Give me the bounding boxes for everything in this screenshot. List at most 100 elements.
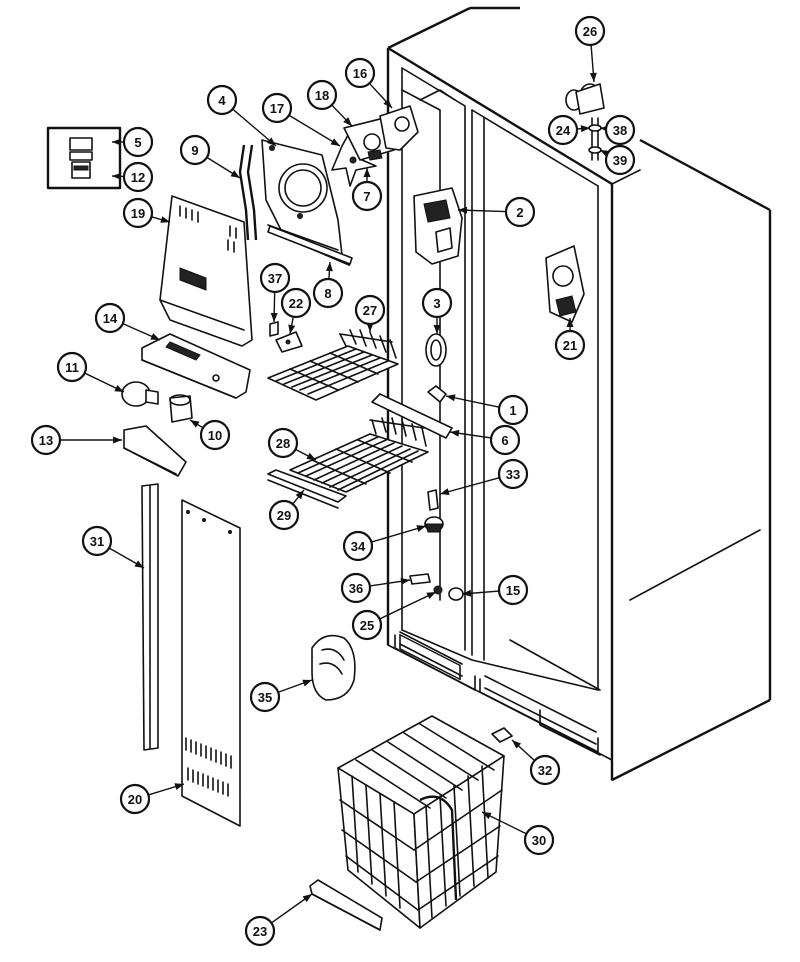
- callout-circle: [489, 424, 521, 456]
- callout-number: 8: [324, 286, 331, 301]
- callout-1: 1: [497, 394, 529, 426]
- leader-line-17: [288, 114, 341, 147]
- callout-circle: [81, 525, 113, 557]
- leader-arrow-17: [330, 138, 340, 146]
- callout-number: 6: [501, 433, 508, 448]
- callout-circle: [312, 277, 344, 309]
- callout-number: 37: [268, 271, 282, 286]
- clip-32: [491, 727, 513, 743]
- callout-number: 39: [613, 153, 627, 168]
- leader-line-33: [439, 477, 500, 495]
- leader-line-4: [232, 108, 277, 147]
- callout-9: 9: [179, 134, 211, 166]
- callout-7: 7: [351, 180, 383, 212]
- callout-25: 25: [351, 609, 383, 641]
- callout-circle: [340, 572, 372, 604]
- callout-number: 30: [532, 833, 546, 848]
- callout-number: 9: [191, 143, 198, 158]
- callout-circle: [523, 824, 555, 856]
- leader-arrow-36: [400, 577, 410, 585]
- leader-arrow-31: [134, 560, 144, 568]
- callout-number: 15: [506, 583, 520, 598]
- door-trim-31: [141, 483, 159, 751]
- callout-circle: [267, 427, 299, 459]
- leader-arrow-32: [512, 740, 522, 749]
- cover-35: [311, 634, 356, 701]
- callout-number: 24: [556, 123, 571, 138]
- drain-tube-part: [238, 144, 258, 241]
- wire-shelf-27: [267, 329, 399, 401]
- callout-circle: [547, 114, 579, 146]
- leader-arrow-16: [383, 98, 392, 108]
- wire-shelf-28: [289, 417, 429, 493]
- leader-arrow-19: [160, 216, 170, 223]
- callout-11: 11: [56, 351, 88, 383]
- screw-and-bracket: [269, 321, 303, 353]
- callout-number: 38: [613, 123, 627, 138]
- callout-4: 4: [206, 84, 238, 116]
- callout-15: 15: [497, 574, 529, 606]
- callout-number: 12: [131, 170, 145, 185]
- leader-arrow-13: [113, 436, 122, 444]
- leader-arrow-11: [114, 384, 124, 392]
- leader-arrow-29: [295, 490, 304, 500]
- callout-circle: [306, 79, 338, 111]
- callout-26: 26: [574, 15, 606, 47]
- callout-5: 5: [122, 126, 154, 158]
- light-housing-14: [141, 333, 251, 399]
- callout-circle: [56, 351, 88, 383]
- callout-number: 11: [65, 360, 79, 375]
- callout-circle: [206, 84, 238, 116]
- callout-number: 1: [509, 403, 516, 418]
- leader-arrow-2: [458, 206, 468, 214]
- callout-number: 2: [516, 205, 523, 220]
- lower-cabinet-fittings: [409, 489, 464, 601]
- leader-line-34: [371, 525, 427, 543]
- callout-28: 28: [267, 427, 299, 459]
- callout-circle: [344, 57, 376, 89]
- callout-39: 39: [604, 144, 636, 176]
- rear-panel-19: [159, 195, 253, 347]
- leader-arrow-6: [450, 429, 460, 437]
- callout-circle: [529, 754, 561, 786]
- callout-circle: [604, 114, 636, 146]
- leader-arrow-1: [446, 394, 456, 402]
- callout-18: 18: [306, 79, 338, 111]
- callout-35: 35: [249, 681, 281, 713]
- leader-arrow-10: [190, 420, 200, 428]
- wire-basket-30: [337, 715, 505, 929]
- leader-arrow-20: [174, 783, 184, 790]
- callout-number: 29: [277, 508, 291, 523]
- leader-arrow-15: [462, 589, 472, 597]
- callout-circle: [122, 197, 154, 229]
- callout-33: 33: [497, 458, 529, 490]
- callout-number: 21: [563, 338, 577, 353]
- callout-16: 16: [344, 57, 376, 89]
- callout-30: 30: [523, 824, 555, 856]
- callout-circle: [122, 161, 154, 193]
- callout-31: 31: [81, 525, 113, 557]
- callout-number: 22: [289, 296, 303, 311]
- callout-17: 17: [261, 92, 293, 124]
- callout-circle: [122, 126, 154, 158]
- leader-arrow-28: [306, 452, 316, 460]
- dispenser-part-21: [545, 245, 585, 323]
- leader-line-25: [379, 591, 437, 620]
- leader-arrow-22: [288, 324, 296, 334]
- callout-27: 27: [354, 294, 386, 326]
- callout-19: 19: [122, 197, 154, 229]
- leader-arrow-34: [416, 525, 426, 532]
- callout-number: 16: [353, 66, 367, 81]
- callout-circle: [342, 530, 374, 562]
- callout-number: 23: [253, 924, 267, 939]
- callout-8: 8: [312, 277, 344, 309]
- callout-number: 3: [433, 296, 440, 311]
- leader-arrow-21: [566, 318, 574, 327]
- callout-29: 29: [268, 499, 300, 531]
- callout-circle: [604, 144, 636, 176]
- callout-number: 19: [131, 206, 145, 221]
- rail-6: [371, 393, 453, 439]
- callout-circle: [249, 681, 281, 713]
- leader-arrow-24: [580, 125, 590, 133]
- callout-12: 12: [122, 161, 154, 193]
